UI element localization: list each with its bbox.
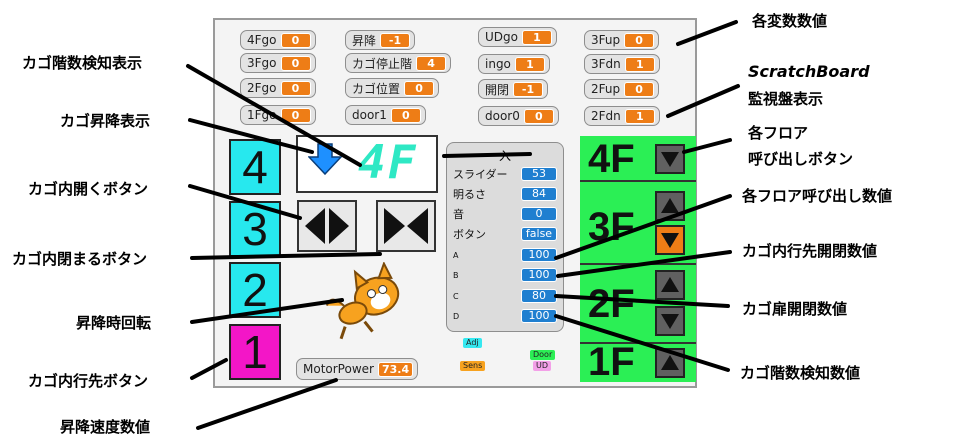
- triangle-up-icon: [661, 355, 679, 370]
- annotation-floor-detect-value: カゴ階数検知数値: [740, 364, 861, 382]
- call-up-button-3f[interactable]: [655, 191, 685, 221]
- dest-button-1[interactable]: 1: [229, 324, 281, 380]
- triangle-down-icon: [661, 233, 679, 248]
- var-shoukou: 昇降-1: [345, 30, 416, 50]
- floor-digits: 4F: [358, 135, 418, 189]
- floor-display: 4F: [296, 135, 438, 193]
- var-kaihei: 開閉-1: [478, 79, 549, 99]
- floor-label-2f: 2F: [588, 282, 635, 326]
- annotation-scratchboard: ScratchBoard: [748, 62, 870, 81]
- annotation-dest-value: カゴ内行先開閉数値: [742, 242, 878, 260]
- down-arrow-icon: [308, 143, 342, 175]
- call-down-button-2f[interactable]: [655, 306, 685, 336]
- annotation-open-button: カゴ内開くボタン: [28, 180, 149, 198]
- annotation-monitor: 監視盤表示: [748, 90, 824, 108]
- annotation-door-value: カゴ扉開閉数値: [742, 300, 848, 318]
- floor-label-3f: 3F: [588, 205, 635, 249]
- annotation-variables: 各変数数値: [752, 12, 828, 30]
- annotation-floor-call-2: 呼び出しボタン: [748, 150, 854, 168]
- close-arrows-icon: [384, 208, 428, 244]
- call-down-button-3f[interactable]: [655, 225, 685, 255]
- floor-label-4f: 4F: [588, 137, 635, 181]
- triangle-up-icon: [661, 277, 679, 292]
- annotation-close-button: カゴ内閉まるボタン: [12, 250, 148, 268]
- dest-button-4[interactable]: 4: [229, 139, 281, 195]
- call-up-button-2f[interactable]: [655, 270, 685, 300]
- annotation-floor-call-value: 各フロア呼び出し数値: [742, 187, 893, 205]
- sprite-door[interactable]: Door: [530, 350, 556, 360]
- triangle-down-icon: [661, 314, 679, 329]
- sprite-sens[interactable]: Sens: [460, 361, 486, 371]
- annotation-rotate: 昇降時回転: [76, 314, 152, 332]
- annotation-dest-button: カゴ内行先ボタン: [28, 372, 149, 390]
- triangle-up-icon: [661, 198, 679, 213]
- annotation-floor-call: 各フロア: [748, 124, 809, 142]
- door-open-button[interactable]: [297, 200, 357, 252]
- sprite-adj[interactable]: Adj: [463, 338, 482, 348]
- floor-label-1f: 1F: [588, 340, 635, 384]
- dest-button-3[interactable]: 3: [229, 201, 281, 257]
- triangle-down-icon: [661, 152, 679, 167]
- divider: [580, 180, 696, 182]
- sprite-ud[interactable]: UD: [533, 361, 552, 371]
- annotation-speed-value: 昇降速度数値: [60, 418, 151, 436]
- annotation-updown-display: カゴ昇降表示: [60, 112, 151, 130]
- annotation-floor-detect-display: カゴ階数検知表示: [22, 54, 143, 72]
- door-close-button[interactable]: [376, 200, 436, 252]
- call-down-button-4f[interactable]: [655, 144, 685, 174]
- open-arrows-icon: [305, 208, 349, 244]
